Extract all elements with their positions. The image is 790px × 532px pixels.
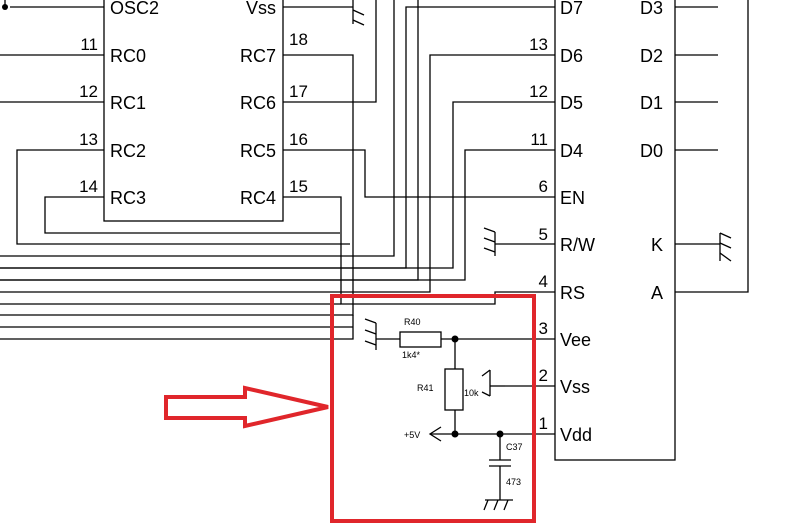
r41-resistor bbox=[444, 368, 464, 411]
pin-number: 5 bbox=[539, 225, 548, 244]
pin-label: D4 bbox=[560, 141, 583, 161]
pin-label: K bbox=[651, 235, 663, 255]
pin-label: RC2 bbox=[110, 141, 146, 161]
pin-label: Vss bbox=[560, 377, 590, 397]
pin-number: 3 bbox=[539, 319, 548, 338]
mcu-left-wires bbox=[0, 0, 350, 245]
pin-number: 13 bbox=[529, 35, 548, 54]
pin-number: 4 bbox=[539, 272, 548, 291]
pin-number: 14 bbox=[79, 177, 98, 196]
pin-label: RC4 bbox=[240, 188, 276, 208]
r40-resistor bbox=[399, 331, 442, 348]
mcu-right-wires bbox=[0, 0, 555, 316]
pin-label: RC0 bbox=[110, 46, 146, 66]
pin-number: 11 bbox=[530, 130, 548, 149]
c37-label: C37 bbox=[506, 442, 523, 452]
pin-label: D0 bbox=[640, 141, 663, 161]
pin-label: D7 bbox=[560, 0, 583, 18]
pin-number: 1 bbox=[539, 414, 548, 433]
ground-icon bbox=[352, 0, 732, 262]
pin-label: OSC2 bbox=[110, 0, 159, 18]
pin-number: 18 bbox=[289, 30, 308, 49]
pin-label: Vdd bbox=[560, 425, 592, 445]
pin-number: 17 bbox=[289, 82, 308, 101]
pin-number: 6 bbox=[539, 177, 548, 196]
r40-value: 1k4* bbox=[402, 350, 421, 360]
lcd-right-wires bbox=[495, 0, 749, 387]
pin-label: R/W bbox=[560, 235, 595, 255]
pin-number: 15 bbox=[289, 177, 308, 196]
supply-label: +5V bbox=[404, 430, 420, 440]
r41-label: R41 bbox=[417, 383, 434, 393]
mcu-body bbox=[103, 0, 284, 222]
r41-value: 10k bbox=[464, 388, 479, 398]
pin-label: RC3 bbox=[110, 188, 146, 208]
pin-label: D1 bbox=[640, 93, 663, 113]
pin-label: RC7 bbox=[240, 46, 276, 66]
pin-label: Vee bbox=[560, 330, 591, 350]
right-arrow-icon bbox=[164, 385, 329, 429]
pin-number: 2 bbox=[539, 366, 548, 385]
pin-label: RC5 bbox=[240, 141, 276, 161]
highlight-box bbox=[330, 294, 536, 523]
pin-label: RS bbox=[560, 283, 585, 303]
pin-label: D3 bbox=[640, 0, 663, 18]
supply-arrow-icon bbox=[428, 426, 442, 442]
pin-label: A bbox=[651, 283, 663, 303]
lcd-body bbox=[554, 0, 676, 461]
pin-label: D5 bbox=[560, 93, 583, 113]
vee-network bbox=[364, 318, 555, 511]
pin-label: Vss bbox=[246, 0, 276, 18]
pin-number: 11 bbox=[80, 35, 98, 54]
pin-number: 12 bbox=[79, 82, 98, 101]
pin-number: 16 bbox=[289, 130, 308, 149]
pin-label: EN bbox=[560, 188, 585, 208]
pin-label: D6 bbox=[560, 46, 583, 66]
r40-label: R40 bbox=[404, 317, 421, 327]
pin-label: D2 bbox=[640, 46, 663, 66]
pin-label: RC1 bbox=[110, 93, 146, 113]
pin-number: 13 bbox=[79, 130, 98, 149]
bus-wires bbox=[0, 0, 555, 340]
c37-value: 473 bbox=[506, 477, 521, 487]
pin-number: 12 bbox=[529, 82, 548, 101]
pin-label: RC6 bbox=[240, 93, 276, 113]
